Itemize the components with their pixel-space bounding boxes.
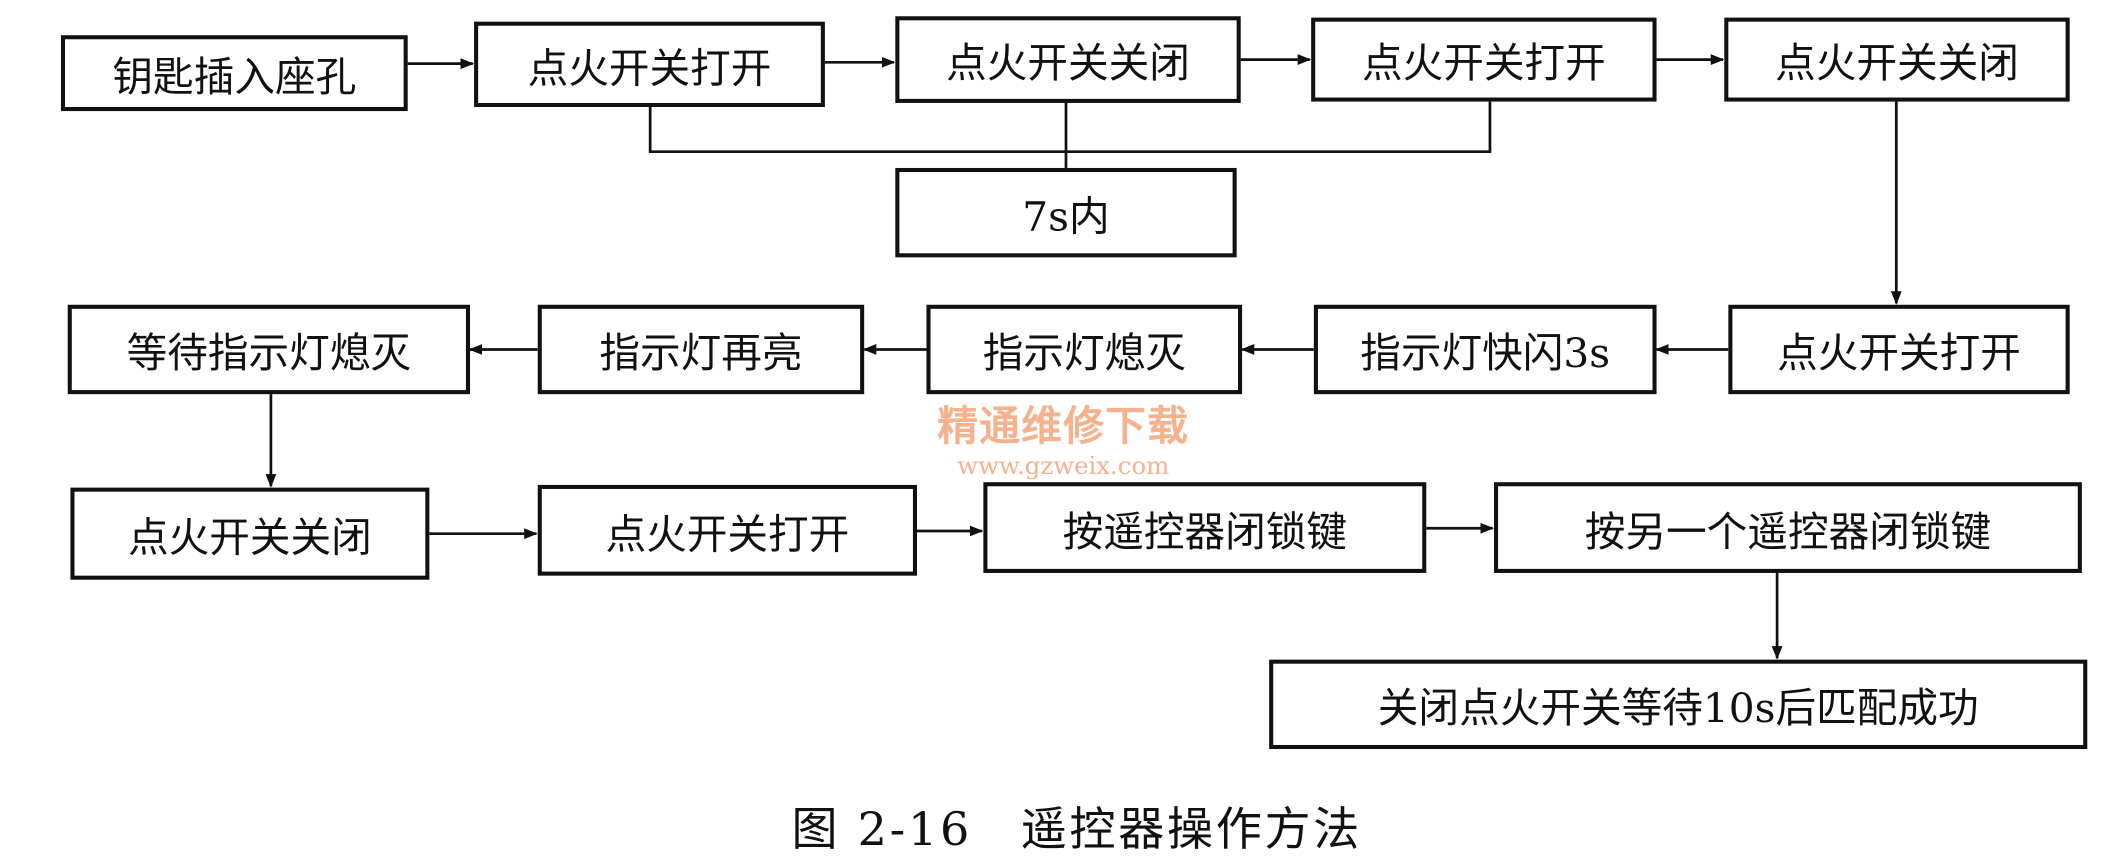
step-press-other-lock: 按另一个遥控器闭锁键 — [1494, 482, 2082, 573]
step-ignition-on-3: 点火开关打开 — [1728, 304, 2070, 395]
step-ignition-on-1: 点火开关打开 — [474, 21, 825, 108]
step-insert-key: 钥匙插入座孔 — [60, 35, 408, 112]
bracket-line — [648, 100, 1492, 154]
step-ignition-off-1: 点火开关关闭 — [895, 16, 1241, 103]
step-indicator-on-again: 指示灯再亮 — [537, 304, 865, 395]
step-pairing-success: 关闭点火开关等待10s后匹配成功 — [1269, 659, 2088, 750]
step-ignition-off-2: 点火开关关闭 — [1724, 17, 2070, 102]
within-7s-note: 7s内 — [895, 167, 1237, 258]
step-indicator-off: 指示灯熄灭 — [926, 304, 1243, 395]
step-wait-indicator-off: 等待指示灯熄灭 — [67, 304, 471, 395]
watermark-url: www.gzweix.com — [957, 452, 1170, 481]
figure-caption: 图 2-16 遥控器操作方法 — [791, 803, 1363, 858]
watermark-title: 精通维修下载 — [937, 403, 1190, 452]
step-indicator-flash: 指示灯快闪3s — [1313, 304, 1657, 395]
step-ignition-off-3: 点火开关关闭 — [70, 487, 430, 580]
step-ignition-on-4: 点火开关打开 — [537, 484, 917, 576]
step-press-lock: 按遥控器闭锁键 — [983, 482, 1427, 573]
step-ignition-on-2: 点火开关打开 — [1311, 17, 1657, 102]
watermark: 精通维修下载 www.gzweix.com — [921, 393, 1205, 481]
